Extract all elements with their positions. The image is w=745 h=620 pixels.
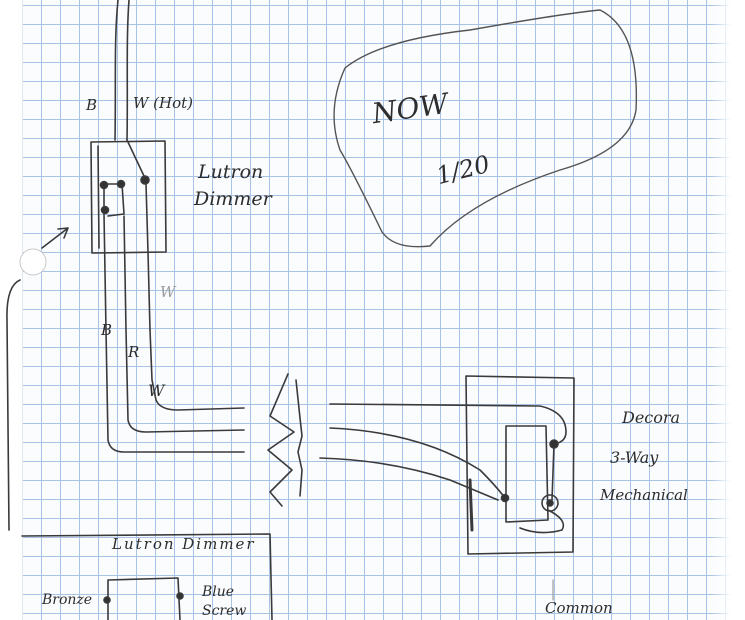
pointer-arrow [41,227,69,249]
dimmer-terminal-3 [140,175,150,185]
label-wire-b-lower: B [101,321,113,339]
switch-terminal-mid [500,493,510,503]
hole-punch [19,248,47,276]
wire-w-down [145,183,151,331]
wire-w-top [126,0,130,141]
upper-dimmer-box [90,140,167,254]
dimmer-terminal-4 [100,205,110,215]
wire-b-top [114,0,119,141]
label-blue-line2: Screw [202,603,247,619]
upper-dimmer-inner-left [97,145,100,249]
note-outline [333,9,638,248]
bottom-frame [21,533,273,620]
paper-margin [0,0,23,620]
dimmer-terminal-2 [116,179,126,189]
wire-w-run [149,329,245,411]
switch-left-mark [468,478,474,532]
hot-to-terminal [126,139,145,177]
label-wire-w-faint: W [160,283,176,301]
label-wire-w-hot: W (Hot) [133,94,194,112]
switch-common-loop [519,509,565,534]
label-switch-line1: Decora [622,408,681,427]
label-dimmer-line2: Dimmer [194,188,272,210]
label-common: Common [545,599,613,617]
break-mark-right [295,379,303,497]
switch-inner-frame [505,425,549,523]
paper-edge-fade [711,0,745,620]
label-switch-line3: Mechanical [600,486,688,504]
wire-b-run [103,213,245,453]
wire-to-switch-low [319,457,499,501]
label-switch-line2: 3-Way [610,448,659,467]
switch-terminal-line [551,443,555,501]
switch-terminal-top [549,439,559,449]
bottom-dimmer-box [107,577,181,620]
blue-terminal [176,592,184,600]
wire-to-switch-mid [329,427,506,499]
bronze-terminal [103,596,111,604]
label-bottom-title: Lutron Dimmer [112,535,256,553]
wire-to-switch-top [329,403,567,445]
wire-r-run [123,215,245,433]
label-wire-w-lower: W [148,381,165,400]
label-dimmer-line1: Lutron [198,161,264,183]
label-blue-line1: Blue [202,584,235,600]
label-wire-b-top: B [86,96,98,114]
label-bronze: Bronze [42,592,93,608]
break-mark-left [267,373,295,507]
dimmer-terminal-1 [99,180,109,190]
label-wire-r: R [128,343,140,361]
switch-box [465,375,575,555]
margin-line [6,279,21,531]
